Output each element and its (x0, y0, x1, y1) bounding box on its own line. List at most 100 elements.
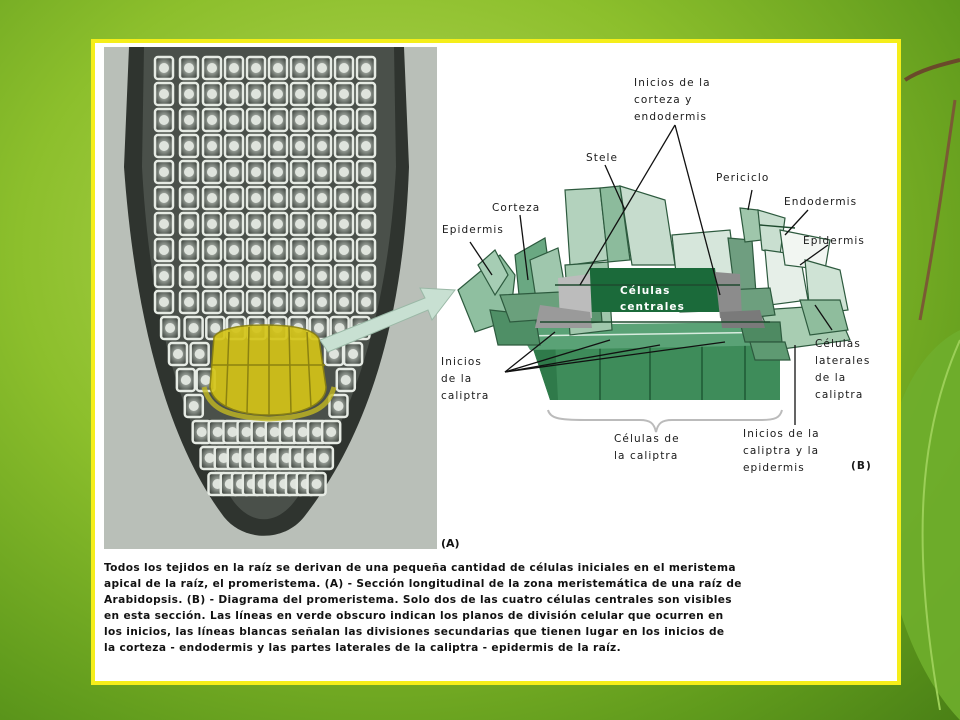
micrograph-nucleus (339, 115, 349, 125)
micrograph-nucleus (207, 297, 217, 307)
label-endodermis: Endodermis (784, 196, 858, 208)
micrograph-nucleus (273, 63, 283, 73)
label-epidermis-right: Epidermis (803, 235, 865, 247)
micrograph-nucleus (361, 63, 371, 73)
micrograph-nucleus (317, 219, 327, 229)
micrograph-nucleus (340, 375, 351, 385)
promeristem-highlight (201, 324, 337, 422)
background-leaf-right-icon (883, 330, 960, 720)
micrograph-nucleus (348, 349, 359, 359)
micrograph-nucleus (339, 141, 349, 151)
micrograph-nucleus (297, 427, 308, 437)
label-inicios-corteza: Inicios de la corteza y endodermis (634, 77, 711, 123)
micrograph-nucleus (273, 167, 283, 177)
micrograph-nucleus (295, 193, 305, 203)
micrograph-nucleus (339, 219, 349, 229)
micrograph-nucleus (273, 141, 283, 151)
micrograph-nucleus (159, 141, 169, 151)
leader-lines (469, 124, 833, 425)
micrograph-nucleus (339, 167, 349, 177)
micrograph-nucleus (317, 271, 327, 281)
label-panel-b: (B) (851, 460, 872, 472)
micrograph-nucleus (184, 115, 194, 125)
micrograph-nucleus (339, 245, 349, 255)
micrograph-nucleus (229, 219, 239, 229)
micrograph-nucleus (295, 219, 305, 229)
background-stem-icon (903, 58, 960, 321)
micrograph-nucleus (361, 167, 371, 177)
micrograph-nucleus (188, 323, 199, 333)
micrograph-nucleus (251, 115, 261, 125)
label-corteza: Corteza (492, 202, 541, 214)
micrograph-nucleus (172, 349, 183, 359)
micrograph-nucleus (204, 453, 215, 463)
label-panel-a: (A) (441, 537, 460, 550)
micrograph-nucleus (229, 271, 239, 281)
micrograph-nucleus (283, 427, 294, 437)
micrograph-nucleus (317, 115, 327, 125)
micrograph-nucleus (317, 193, 327, 203)
micrograph-nucleus (184, 297, 194, 307)
micrograph-nucleus (361, 115, 371, 125)
micrograph-nucleus (159, 245, 169, 255)
micrograph-nucleus (229, 141, 239, 151)
micrograph-nucleus (159, 297, 169, 307)
micrograph-nucleus (273, 193, 283, 203)
micrograph-nucleus (251, 141, 261, 151)
micrograph-nucleus (159, 115, 169, 125)
micrograph-nucleus (326, 427, 337, 437)
caption-line: en esta sección. Las líneas en verde obs… (104, 610, 724, 622)
micrograph-nucleus (339, 297, 349, 307)
micrograph-nucleus (207, 271, 217, 281)
micrograph-nucleus (317, 245, 327, 255)
micrograph-nucleus (273, 115, 283, 125)
promeristem-diagram (457, 124, 851, 433)
caption-line: apical de la raíz, el promeristema. (A) … (104, 578, 742, 590)
micrograph-nucleus (196, 427, 207, 437)
micrograph-nucleus (188, 401, 199, 411)
micrograph-nucleus (207, 89, 217, 99)
micrograph-nucleus (339, 271, 349, 281)
micrograph-nucleus (251, 245, 261, 255)
micrograph-nucleus (273, 219, 283, 229)
caption-line: Todos los tejidos en la raíz se derivan … (104, 562, 736, 574)
label-inicios-caliptra: Inicios de la caliptra (441, 356, 490, 402)
micrograph-nucleus (165, 323, 176, 333)
micrograph-nucleus (295, 167, 305, 177)
micrograph-nucleus (184, 193, 194, 203)
label-celulas-centrales: Células centrales (620, 285, 685, 313)
micrograph-nucleus (295, 297, 305, 307)
micrograph-nucleus (180, 375, 191, 385)
micrograph-nucleus (184, 271, 194, 281)
micrograph-nucleus (361, 219, 371, 229)
micrograph-nucleus (159, 167, 169, 177)
micrograph-nucleus (317, 89, 327, 99)
micrograph-nucleus (159, 89, 169, 99)
micrograph-nucleus (229, 89, 239, 99)
label-periciclo: Periciclo (716, 172, 770, 184)
micrograph-nucleus (273, 245, 283, 255)
micrograph-nucleus (361, 89, 371, 99)
micrograph-nucleus (317, 167, 327, 177)
micrograph-nucleus (194, 349, 205, 359)
micrograph-nucleus (229, 193, 239, 203)
micrograph-nucleus (339, 89, 349, 99)
micrograph-nucleus (251, 219, 261, 229)
micrograph-nucleus (207, 193, 217, 203)
micrograph-nucleus (311, 479, 322, 489)
micrograph-nucleus (273, 271, 283, 281)
micrograph-nucleus (200, 375, 211, 385)
micrograph-nucleus (207, 245, 217, 255)
micrograph-nucleus (184, 245, 194, 255)
caption-line: Arabidopsis. (B) - Diagrama del promeris… (104, 594, 732, 606)
micrograph-nucleus (184, 219, 194, 229)
micrograph-nucleus (210, 323, 221, 333)
label-inicios-epidermis: Inicios de la caliptra y la epidermis (743, 428, 820, 474)
micrograph-nucleus (339, 193, 349, 203)
micrograph-nucleus (229, 245, 239, 255)
pointer-arrow-icon (320, 287, 456, 353)
micrograph-nucleus (212, 427, 223, 437)
micrograph-nucleus (229, 167, 239, 177)
micrograph-nucleus (329, 349, 340, 359)
micrograph-nucleus (159, 193, 169, 203)
